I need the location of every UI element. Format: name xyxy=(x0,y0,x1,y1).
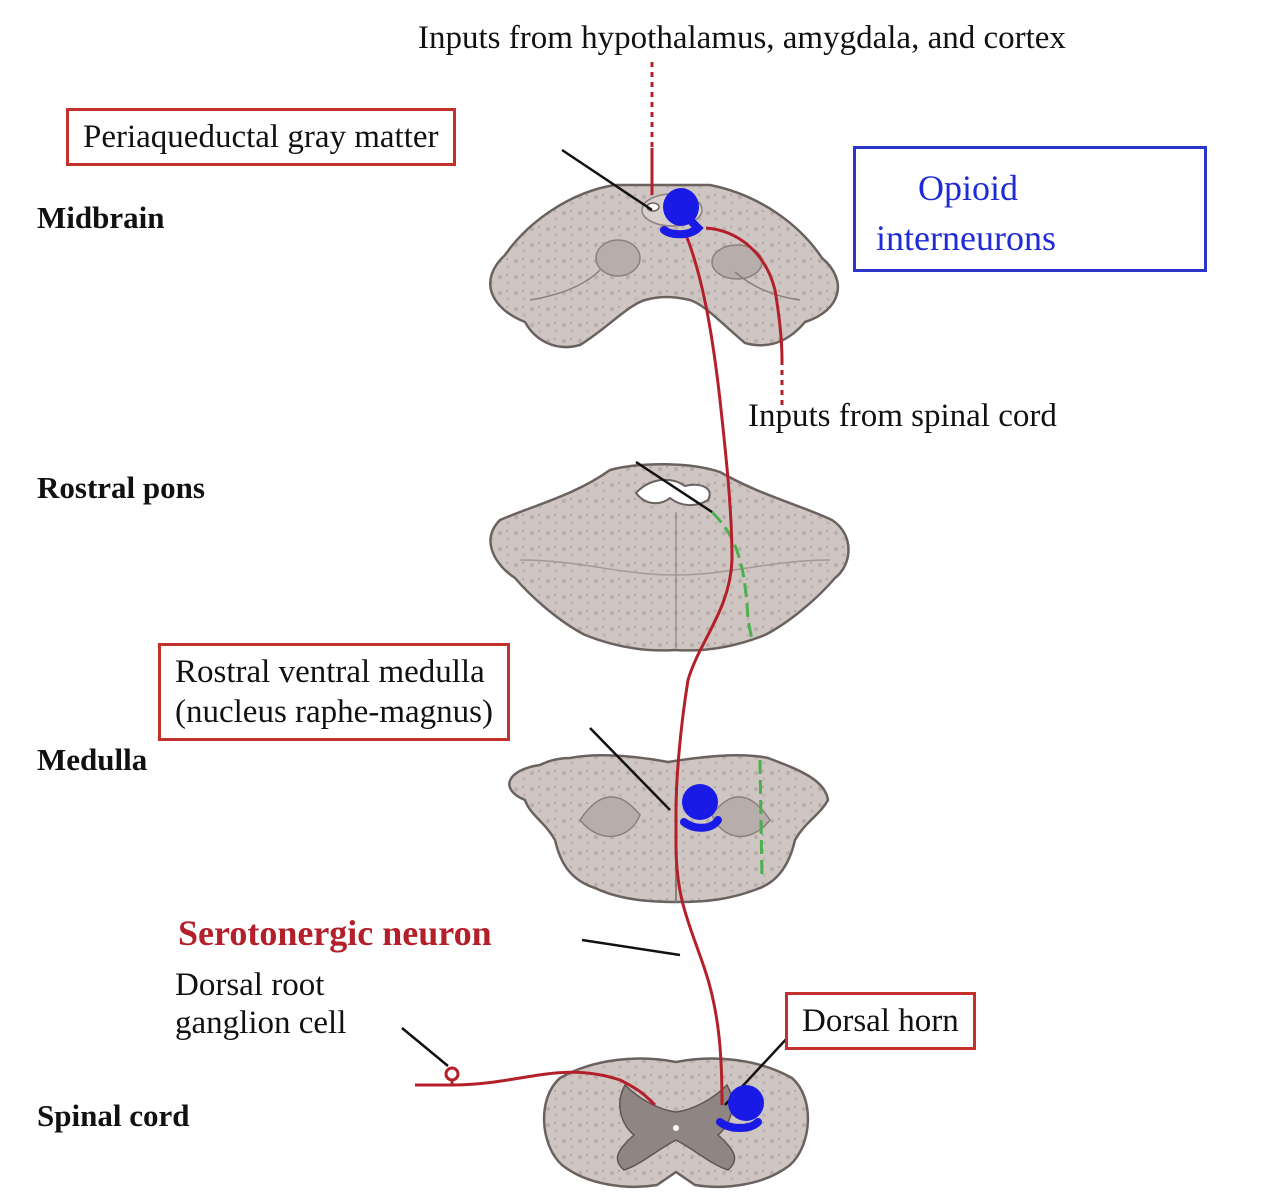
drg-label: Dorsal root ganglion cell xyxy=(175,966,346,1042)
dorsal-horn-label: Dorsal horn xyxy=(785,992,976,1050)
drg-line-2: ganglion cell xyxy=(175,1005,347,1041)
drg-line-1: Dorsal root xyxy=(175,967,325,1003)
rvm-leader-line xyxy=(589,727,671,811)
descending-pag-neuron xyxy=(674,234,734,813)
opioid-interneuron-medulla xyxy=(680,784,722,832)
rvm-line-1: Rostral ventral medulla xyxy=(175,654,485,690)
legend-line-2: interneurons xyxy=(876,218,1056,258)
rvm-label: Rostral ventral medulla (nucleus raphe-m… xyxy=(158,643,510,741)
opioid-legend: Opioid interneurons xyxy=(853,146,1207,272)
opioid-interneuron-spinal xyxy=(716,1085,764,1132)
serotonergic-neuron-path xyxy=(674,812,724,1106)
dorsal-root-ganglion-soma xyxy=(444,1066,460,1082)
periaqueductal-text: Periaqueductal gray matter xyxy=(83,119,439,155)
serotonergic-label: Serotonergic neuron xyxy=(178,913,492,953)
periaqueductal-label: Periaqueductal gray matter xyxy=(66,108,456,166)
spinal-cord-label: Spinal cord xyxy=(37,1098,190,1133)
midbrain-label: Midbrain xyxy=(37,200,165,235)
spinal-inputs-label: Inputs from spinal cord xyxy=(748,398,1057,434)
spinal-cord-section xyxy=(542,1057,810,1189)
rostral-pons-label: Rostral pons xyxy=(37,470,205,505)
drg-leader-line xyxy=(401,1027,449,1067)
serotonergic-leader-line xyxy=(581,938,681,957)
green-tract xyxy=(710,510,764,881)
rostral-pons-section xyxy=(489,462,850,652)
medulla-section xyxy=(508,754,830,904)
dorsal-horn-text: Dorsal horn xyxy=(802,1003,959,1039)
top-inputs-label: Inputs from hypothalamus, amygdala, and … xyxy=(418,20,1066,56)
rvm-line-2: (nucleus raphe-magnus) xyxy=(175,694,493,730)
spinal-input-path xyxy=(705,226,784,361)
medulla-label: Medulla xyxy=(37,742,148,777)
periaqueductal-leader-line xyxy=(561,148,653,212)
opioid-interneuron-midbrain xyxy=(660,188,704,239)
legend-line-1: Opioid xyxy=(918,168,1019,208)
dorsal-root-ganglion-axon xyxy=(415,1070,657,1107)
pons-leader-line xyxy=(635,460,713,514)
